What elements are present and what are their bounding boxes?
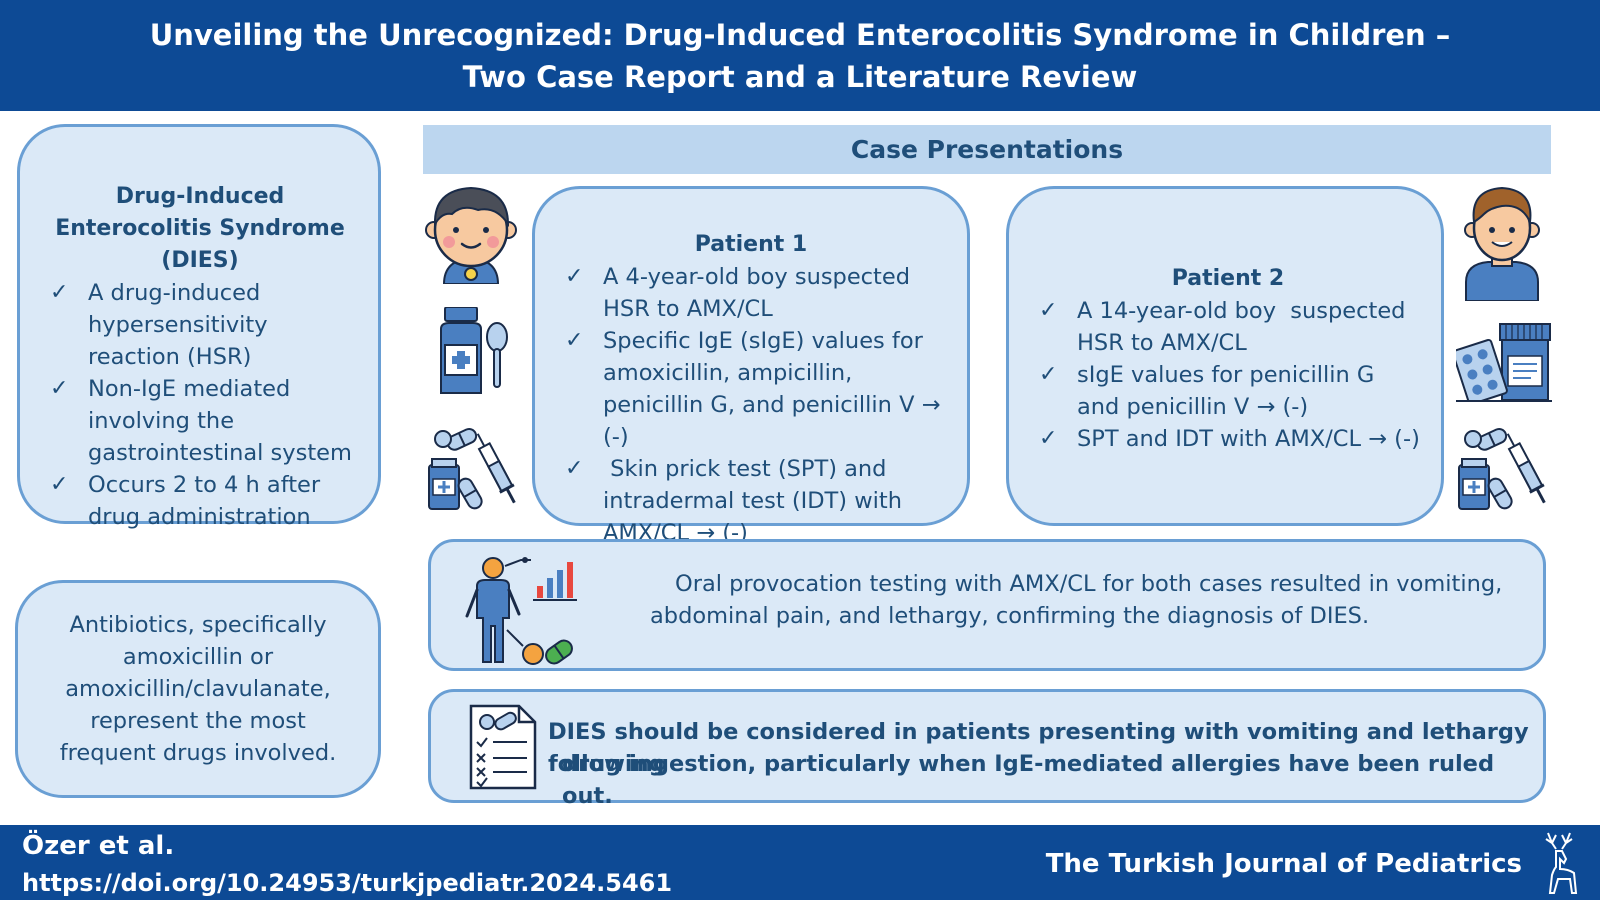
provocation-box: Oral provocation testing with AMX/CL for…: [428, 539, 1546, 671]
check-icon: ✓: [565, 328, 584, 353]
check-icon: ✓: [565, 456, 584, 481]
authors: Özer et al.: [22, 831, 175, 861]
medical-supplies-icon: [1458, 427, 1546, 510]
definition-item: ✓Occurs 2 to 4 h after drug administrati…: [50, 469, 354, 533]
child-icon: [425, 186, 517, 284]
header-banner: Unveiling the Unrecognized: Drug-Induced…: [0, 0, 1600, 111]
boy-icon: [1464, 186, 1540, 301]
check-icon: ✓: [50, 376, 69, 401]
conclusion-line-1: DIES should be considered in patients pr…: [548, 719, 1529, 777]
check-icon: ✓: [1039, 362, 1058, 387]
footer-banner: Özer et al. https://doi.org/10.24953/tur…: [0, 825, 1600, 900]
patient1-item: ✓A 4-year-old boy suspected HSR to AMX/C…: [565, 261, 947, 325]
patient1-title: Patient 1: [694, 232, 808, 257]
provocation-line-1: Oral provocation testing with AMX/CL for…: [675, 571, 1503, 597]
conclusion-line-2: drug ingestion, particularly when IgE-me…: [562, 751, 1495, 809]
medicine-bottle-icon: [440, 307, 508, 394]
patient2-title: Patient 2: [1171, 266, 1285, 291]
check-icon: ✓: [1039, 426, 1058, 451]
check-icon: ✓: [50, 280, 69, 305]
title-line-1: Unveiling the Unrecognized: Drug-Induced…: [149, 17, 1451, 52]
definition-item: ✓A drug-induced hypersensitivity reactio…: [50, 277, 354, 373]
patient1-item: ✓ Skin prick test (SPT) and intradermal …: [565, 453, 947, 549]
case-presentations-heading: Case Presentations: [423, 125, 1551, 174]
pill-box-icon: [1456, 323, 1552, 402]
patient2-item: ✓sIgE values for penicillin G and penici…: [1039, 359, 1423, 423]
checklist-icon: [469, 704, 537, 790]
definition-title: Drug-Induced Enterocolitis Syndrome (DIE…: [55, 184, 345, 273]
definition-item: ✓Non-IgE mediated involving the gastroin…: [50, 373, 354, 469]
person-chart-icon: [465, 557, 577, 665]
patient2-box: Patient 2 ✓A 14-year-old boy suspected H…: [1006, 186, 1444, 526]
title-line-2: Two Case Report and a Literature Review: [462, 59, 1138, 94]
provocation-line-2: abdominal pain, and lethargy, confirming…: [650, 603, 1370, 629]
deer-logo-icon: [1545, 832, 1578, 894]
patient1-box: Patient 1 ✓A 4-year-old boy suspected HS…: [532, 186, 970, 546]
definition-list: ✓A drug-induced hypersensitivity reactio…: [50, 277, 354, 533]
antibiotics-box: Antibiotics, specifically amoxicillin or…: [15, 580, 381, 798]
patient1-list: ✓A 4-year-old boy suspected HSR to AMX/C…: [565, 261, 947, 549]
patient2-list: ✓A 14-year-old boy suspected HSR to AMX/…: [1039, 295, 1423, 455]
check-icon: ✓: [565, 264, 584, 289]
definition-box: Drug-Induced Enterocolitis Syndrome (DIE…: [17, 124, 381, 530]
conclusion-box: DIES should be considered in patients pr…: [428, 689, 1546, 809]
doi-link[interactable]: https://doi.org/10.24953/turkjpediatr.20…: [22, 869, 673, 897]
patient1-item: ✓Specific IgE (sIgE) values for amoxicil…: [565, 325, 947, 453]
medical-supplies-icon: [428, 427, 516, 510]
antibiotics-text: Antibiotics, specifically amoxicillin or…: [59, 612, 337, 766]
patient2-item: ✓A 14-year-old boy suspected HSR to AMX/…: [1039, 295, 1423, 359]
patient2-item: ✓SPT and IDT with AMX/CL → (-): [1039, 423, 1423, 455]
journal-name: The Turkish Journal of Pediatrics: [1045, 849, 1522, 879]
check-icon: ✓: [50, 472, 69, 497]
check-icon: ✓: [1039, 298, 1058, 323]
